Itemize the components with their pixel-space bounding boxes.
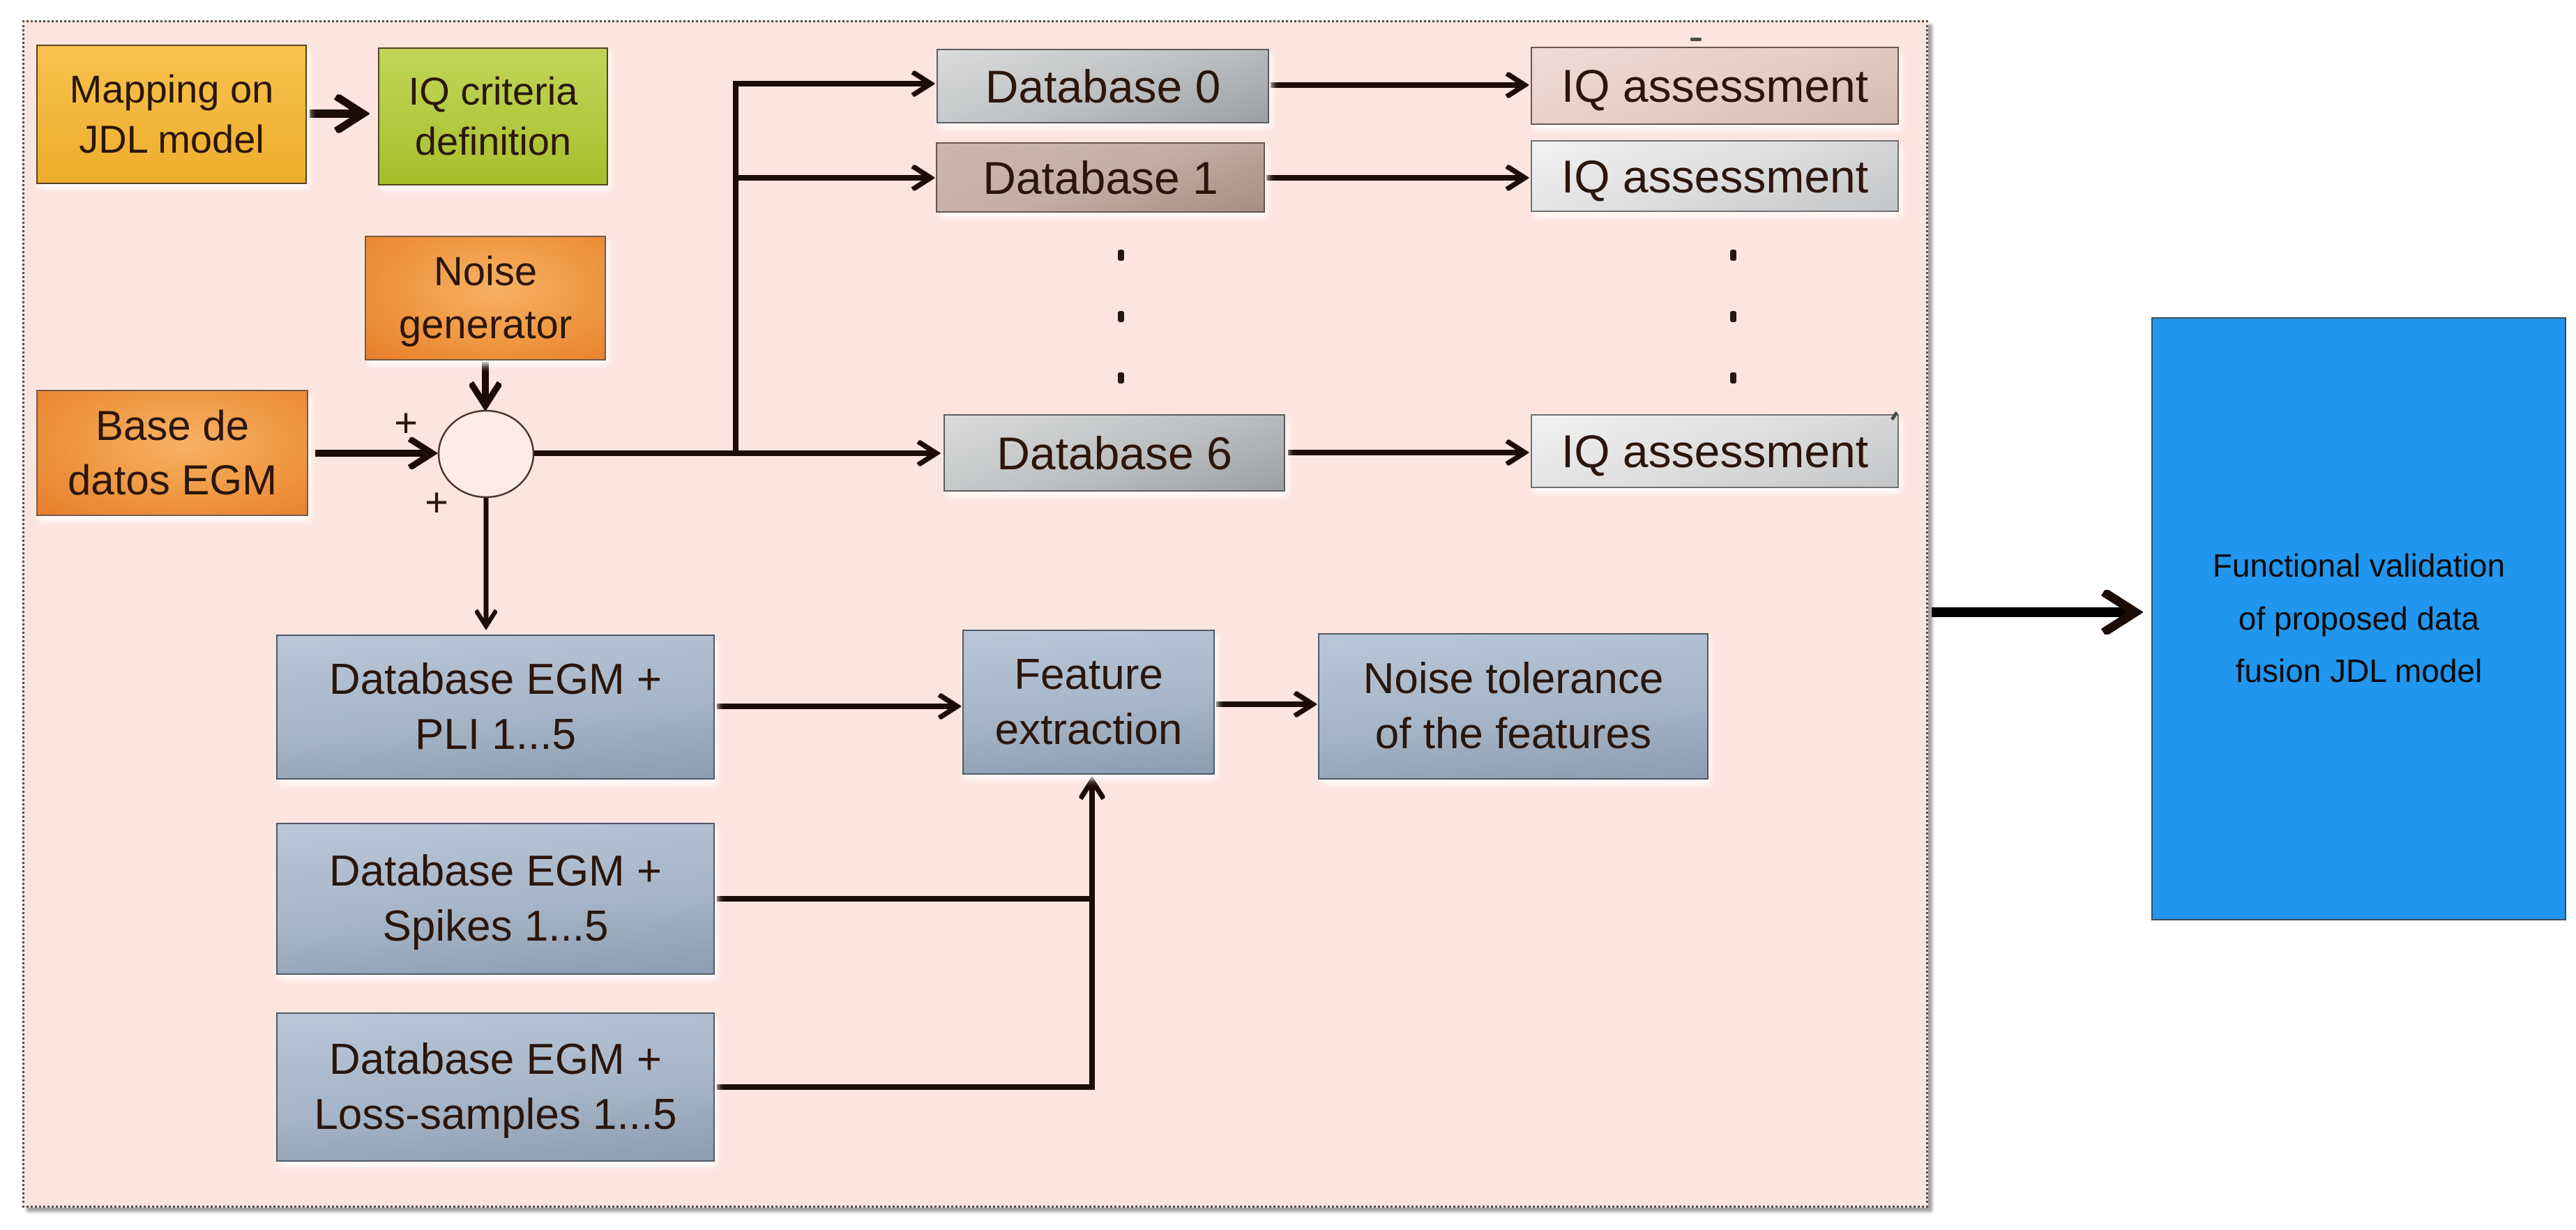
node-functional-validation: Functional validation of proposed data f… — [2151, 317, 2566, 920]
node-label: Base de datos EGM — [67, 402, 278, 503]
ellipsis-dot: . — [1730, 372, 1736, 384]
node-label: Feature extraction — [994, 650, 1183, 754]
node-database-egm-loss-samples: Database EGM + Loss-samples 1...5 — [276, 1012, 715, 1162]
node-iq-criteria-definition: IQ criteria definition — [378, 47, 608, 185]
node-label: IQ assessment — [1561, 60, 1869, 112]
node-mapping-jdl-model: Mapping on JDL model — [36, 45, 307, 184]
ellipsis-dot: . — [1118, 250, 1124, 261]
node-label: Noise generator — [398, 249, 573, 347]
node-database-1: Database 1 — [936, 142, 1265, 213]
node-label: Database 1 — [983, 151, 1218, 204]
node-label: IQ assessment — [1561, 425, 1869, 477]
node-database-egm-spikes: Database EGM + Spikes 1...5 — [276, 823, 715, 975]
node-noise-generator: Noise generator — [365, 236, 606, 360]
node-database-egm-pli: Database EGM + PLI 1...5 — [276, 635, 715, 780]
stray-mark — [1690, 38, 1702, 41]
node-noise-tolerance: Noise tolerance of the features — [1318, 633, 1709, 780]
ellipsis-dot: . — [1118, 372, 1124, 384]
plus-sign-top: + — [394, 400, 418, 446]
node-database-0: Database 0 — [937, 49, 1269, 123]
node-label: Database 6 — [997, 427, 1232, 479]
ellipsis-dot: . — [1118, 311, 1124, 322]
node-iq-assessment-6: IQ assessment — [1531, 414, 1899, 488]
ellipsis-dot: . — [1730, 250, 1736, 261]
plus-sign-bottom: + — [425, 480, 448, 525]
vertical-ellipsis-iq: . . . — [1730, 250, 1736, 434]
node-label: Database EGM + PLI 1...5 — [328, 655, 662, 759]
vertical-ellipsis-databases: . . . — [1118, 250, 1124, 434]
node-label: Database EGM + Loss-samples 1...5 — [314, 1035, 677, 1139]
node-iq-assessment-0: IQ assessment — [1531, 47, 1899, 125]
node-label: IQ assessment — [1561, 150, 1869, 202]
ellipsis-dot: . — [1730, 311, 1736, 322]
node-label: Mapping on JDL model — [69, 67, 274, 161]
node-label: IQ criteria definition — [408, 69, 578, 163]
node-feature-extraction: Feature extraction — [962, 630, 1215, 775]
node-label: Database 0 — [985, 60, 1221, 112]
node-label: Database EGM + Spikes 1...5 — [328, 846, 662, 950]
node-base-de-datos-egm: Base de datos EGM — [36, 390, 308, 516]
node-iq-assessment-1: IQ assessment — [1531, 140, 1899, 212]
node-label: Functional validation of proposed data f… — [2212, 547, 2506, 690]
node-database-6: Database 6 — [944, 414, 1285, 492]
node-label: Noise tolerance of the features — [1363, 654, 1664, 758]
